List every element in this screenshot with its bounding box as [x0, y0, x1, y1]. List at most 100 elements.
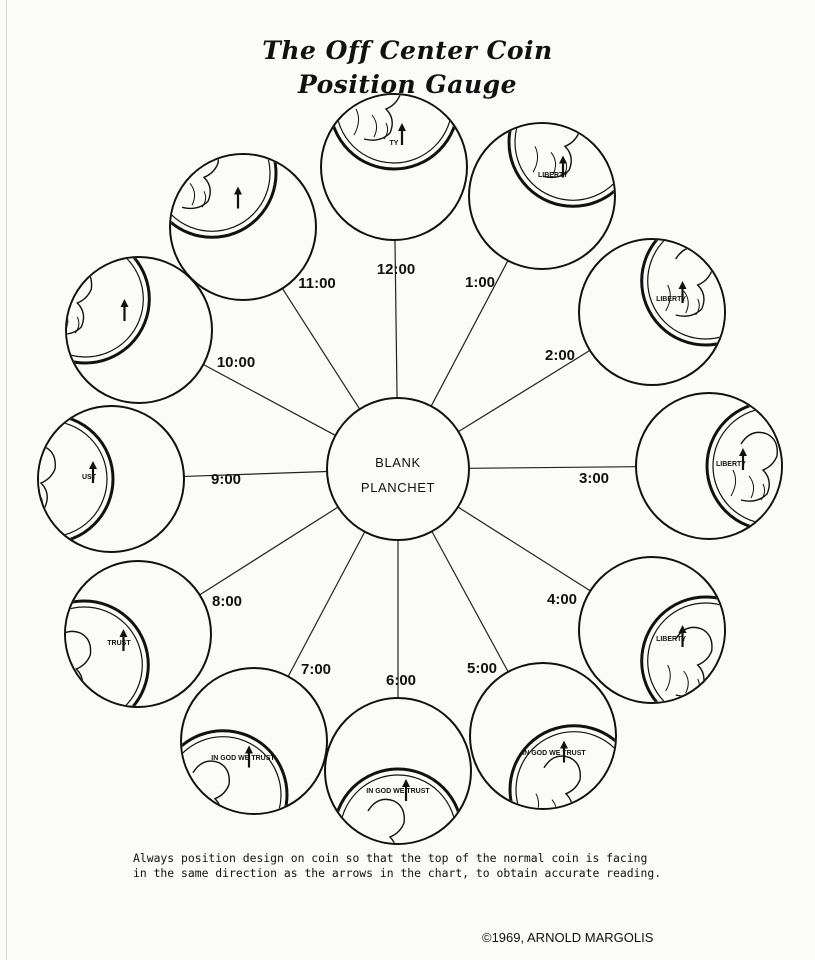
coin-position: LIBERTY	[578, 556, 726, 704]
connector-line	[457, 506, 591, 592]
clock-label: 4:00	[547, 591, 577, 608]
coat-sketch	[730, 469, 766, 501]
blank-planchet: BLANK PLANCHET	[326, 397, 470, 541]
clock-label: 5:00	[467, 660, 497, 677]
struck-coin-area: LIBERTY	[507, 124, 614, 208]
up-arrow-icon	[234, 186, 242, 209]
coin-rim-line	[171, 155, 271, 232]
portrait-sketch	[542, 124, 580, 179]
up-arrow-icon	[245, 745, 253, 768]
connector-line	[430, 260, 509, 407]
clock-labels: 12:00 1:00 2:00 3:00 4:00 5:00 6:00 7:00 8:00 9:0…	[211, 261, 609, 689]
lincoln-cent-icon	[508, 724, 615, 808]
up-arrow-icon	[120, 299, 129, 321]
coin-rim-line	[647, 240, 724, 340]
coin-rim-line	[67, 258, 144, 358]
coin-position: LIBERTY	[635, 392, 783, 540]
coat-sketch	[67, 302, 80, 334]
coin-legend-text: TRUST	[107, 640, 131, 647]
coin-legend-text: LIBERTY	[656, 636, 686, 643]
clock-label: 1:00	[465, 274, 495, 291]
up-arrow-icon	[560, 740, 568, 763]
coin-legend-text: LIBERTY	[716, 461, 746, 468]
lincoln-cent-icon	[182, 729, 289, 813]
coin-rim-line	[182, 736, 282, 813]
connector-line	[468, 466, 637, 469]
struck-coin-area: LIBERTY	[640, 595, 724, 702]
clock-label: 12:00	[377, 261, 415, 278]
caption-line-1: Always position design on coin so that t…	[133, 851, 648, 865]
struck-coin-area: LIBERTY	[640, 240, 724, 347]
portrait-sketch	[363, 95, 401, 141]
up-arrow-icon	[402, 779, 410, 801]
struck-coin-area: TY	[328, 95, 460, 171]
struck-coin-area: IN GOD WE TRUST	[508, 724, 615, 808]
coin-position: IN GOD WE TRUST	[469, 662, 617, 810]
portrait-sketch	[181, 155, 219, 210]
clock-label: 7:00	[301, 661, 331, 678]
coin-legend-text: UST	[82, 474, 97, 481]
clock-label: 9:00	[211, 471, 241, 488]
coin-legend-text: IN GOD WE TRUST	[522, 750, 586, 757]
struck-coin-area	[67, 258, 151, 365]
up-arrow-icon	[559, 155, 567, 178]
connector-line	[281, 288, 361, 410]
copyright-notice: ©1969, ARNOLD MARGOLIS	[482, 930, 654, 945]
portrait-sketch	[740, 431, 778, 502]
coin-position: LIBERTY	[468, 122, 616, 270]
coin-rim-line	[647, 602, 724, 702]
lincoln-cent-icon	[640, 595, 724, 702]
clock-label: 6:00	[386, 672, 416, 689]
coin-position	[169, 153, 317, 301]
up-arrow-icon	[739, 448, 747, 470]
clock-label: 11:00	[298, 275, 336, 292]
portrait-sketch	[543, 755, 581, 808]
clock-label: 10:00	[217, 354, 255, 371]
portrait-sketch	[192, 760, 230, 813]
lincoln-cent-icon	[171, 155, 278, 239]
connector-line	[458, 349, 591, 433]
up-arrow-icon	[89, 461, 97, 483]
up-arrow-icon	[398, 123, 406, 145]
coin-rim-line	[66, 606, 143, 706]
caption-line-2: in the same direction as the arrows in t…	[133, 866, 662, 880]
coin-position: LIBERTY	[578, 238, 726, 386]
coin-legend-text: LIBERTY	[538, 172, 568, 179]
coat-sketch	[353, 108, 389, 140]
page-edge	[6, 0, 7, 960]
connector-line	[199, 506, 339, 596]
clock-label: 2:00	[545, 347, 575, 364]
portrait-sketch	[367, 798, 405, 843]
coin-rim-line	[515, 731, 615, 808]
coin-legend-text: IN GOD WE TRUST	[366, 788, 430, 795]
coin-position	[65, 256, 213, 404]
coin-rim-line	[514, 124, 614, 201]
title-line-2: Position Gauge	[297, 70, 518, 99]
coin-position: IN GOD WE TRUST	[180, 667, 328, 815]
coat-sketch	[533, 793, 569, 808]
coin-position: UST	[37, 405, 185, 553]
instruction-caption: Always position design on coin so that t…	[133, 851, 773, 881]
coin-legend-text: IN GOD WE TRUST	[211, 755, 275, 762]
title-line-1: The Off Center Coin	[262, 36, 553, 65]
struck-coin-area	[171, 155, 278, 239]
clock-label: 3:00	[579, 470, 609, 487]
lincoln-cent-icon	[67, 258, 151, 365]
up-arrow-icon	[678, 625, 687, 647]
coin-legend-text: TY	[390, 140, 399, 147]
connector-lines	[183, 239, 637, 698]
coin-legend-text: LIBERTY	[656, 296, 686, 303]
clock-label: 8:00	[212, 593, 242, 610]
connector-line	[431, 531, 509, 673]
coin-position: TRUST	[64, 560, 212, 708]
lincoln-cent-icon	[328, 95, 460, 171]
coin-position: TY	[320, 93, 468, 241]
coat-sketch	[66, 668, 79, 700]
lincoln-cent-icon	[39, 413, 115, 545]
lincoln-cent-icon	[507, 124, 614, 208]
up-arrow-icon	[678, 281, 687, 303]
connector-line	[183, 470, 328, 478]
coat-sketch	[665, 284, 700, 316]
connector-line	[203, 363, 336, 436]
